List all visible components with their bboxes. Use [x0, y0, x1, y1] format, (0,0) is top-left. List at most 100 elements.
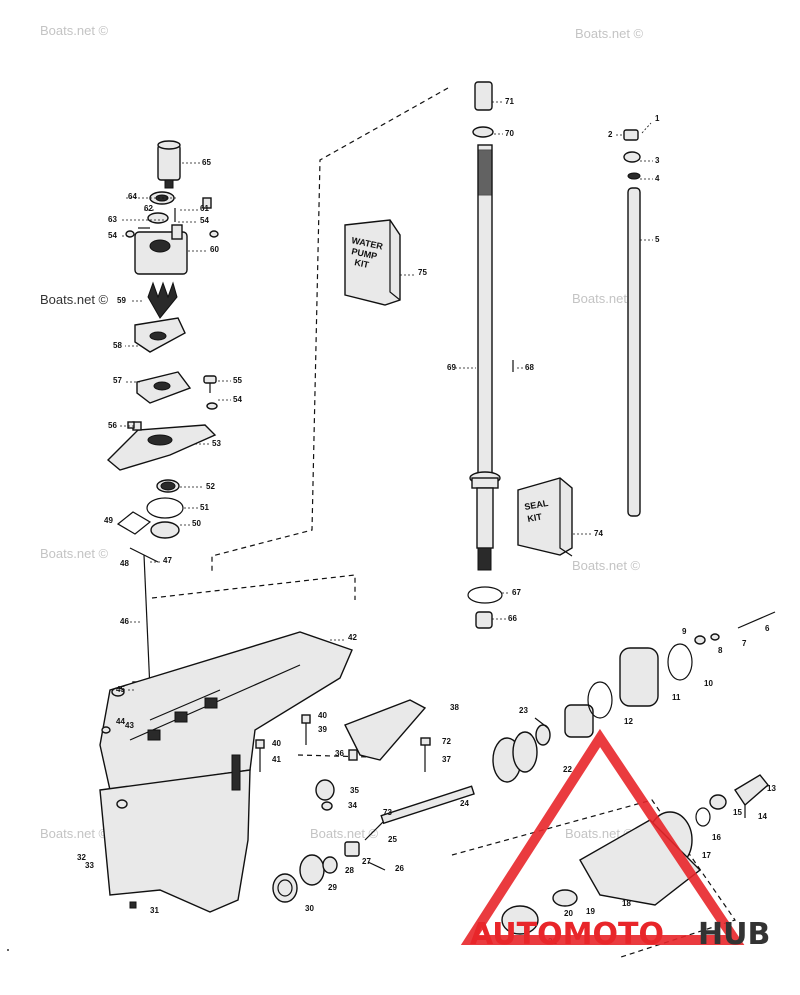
label-14: 14 — [758, 812, 767, 821]
label-18: 18 — [622, 899, 631, 908]
label-23: 23 — [519, 706, 528, 715]
label-75: 75 — [418, 268, 427, 277]
label-25: 25 — [388, 835, 397, 844]
label-38: 38 — [450, 703, 459, 712]
label-61: 61 — [200, 204, 209, 213]
label-43: 43 — [125, 721, 134, 730]
water-pump-assembly — [106, 140, 219, 695]
label-46: 46 — [120, 617, 129, 626]
label-66: 66 — [508, 614, 517, 623]
label-24: 24 — [460, 799, 469, 808]
label-29: 29 — [328, 883, 337, 892]
seal-kit-line1: SEAL — [524, 498, 550, 512]
label-34: 34 — [348, 801, 357, 810]
label-22: 22 — [563, 765, 572, 774]
label-41: 41 — [272, 755, 281, 764]
water-pump-kit-line3: KIT — [354, 257, 371, 270]
label-64: 64 — [128, 192, 137, 201]
label-7: 7 — [742, 639, 747, 648]
water-pump-kit-box: WATER PUMP KIT — [344, 219, 401, 306]
label-4: 4 — [655, 174, 660, 183]
seal-kit-line2: KIT — [527, 512, 544, 524]
label-15: 15 — [733, 808, 742, 817]
label-52: 52 — [206, 482, 215, 491]
label-3: 3 — [655, 156, 660, 165]
label-8: 8 — [718, 646, 723, 655]
label-31: 31 — [150, 906, 159, 915]
label-54c: 54 — [233, 395, 242, 404]
logo-text-hub: HUB — [698, 917, 770, 952]
gear-housing — [99, 631, 353, 913]
label-6: 6 — [765, 624, 770, 633]
label-12: 12 — [624, 717, 633, 726]
watermark-7: Boats.net © — [310, 826, 379, 841]
label-70: 70 — [505, 129, 514, 138]
shift-shaft-assembly — [623, 129, 641, 517]
label-54a: 54 — [200, 216, 209, 225]
label-32: 32 — [77, 853, 86, 862]
label-19: 19 — [586, 907, 595, 916]
label-33: 33 — [85, 861, 94, 870]
label-17: 17 — [702, 851, 711, 860]
watermark-3: Boats.net © — [572, 291, 641, 306]
label-27: 27 — [362, 857, 371, 866]
label-5: 5 — [655, 235, 660, 244]
drive-shaft-assembly — [467, 81, 514, 629]
callout-labels: 65 64 62 61 63 54 54 60 59 58 57 55 54 5… — [77, 97, 776, 946]
label-26: 26 — [395, 864, 404, 873]
label-65: 65 — [202, 158, 211, 167]
watermark-2: Boats.net © — [575, 26, 644, 41]
watermark-dark: Boats.net © — [40, 292, 109, 307]
label-60: 60 — [210, 245, 219, 254]
label-69: 69 — [447, 363, 456, 372]
label-2: 2 — [608, 130, 613, 139]
label-51: 51 — [200, 503, 209, 512]
watermark-6: Boats.net © — [40, 826, 109, 841]
label-40b: 40 — [272, 739, 281, 748]
label-44: 44 — [116, 717, 125, 726]
label-58: 58 — [113, 341, 122, 350]
label-47: 47 — [163, 556, 172, 565]
label-62: 62 — [144, 204, 153, 213]
label-63: 63 — [108, 215, 117, 224]
label-16: 16 — [712, 833, 721, 842]
label-57: 57 — [113, 376, 122, 385]
label-10: 10 — [704, 679, 713, 688]
label-35: 35 — [350, 786, 359, 795]
label-59: 59 — [117, 296, 126, 305]
label-39: 39 — [318, 725, 327, 734]
logo-text-automoto: AUTOMOTO — [470, 917, 664, 952]
label-28: 28 — [345, 866, 354, 875]
label-11: 11 — [672, 693, 681, 702]
label-74: 74 — [594, 529, 603, 538]
label-49: 49 — [104, 516, 113, 525]
label-9: 9 — [682, 627, 687, 636]
label-1: 1 — [655, 114, 660, 123]
watermark-4: Boats.net © — [40, 546, 109, 561]
corner-dot — [7, 949, 9, 951]
automotohub-logo: AUTOMOTO HUB — [460, 728, 770, 952]
watermark-8: Boats.net © — [565, 826, 634, 841]
label-37: 37 — [442, 755, 451, 764]
label-68: 68 — [525, 363, 534, 372]
label-20: 20 — [564, 909, 573, 918]
label-53: 53 — [212, 439, 221, 448]
label-72: 72 — [442, 737, 451, 746]
label-40a: 40 — [318, 711, 327, 720]
label-45: 45 — [116, 685, 125, 694]
label-30: 30 — [305, 904, 314, 913]
label-48: 48 — [120, 559, 129, 568]
label-55: 55 — [233, 376, 242, 385]
leader-lines — [120, 101, 653, 691]
label-54b: 54 — [108, 231, 117, 240]
label-67: 67 — [512, 588, 521, 597]
label-13: 13 — [767, 784, 776, 793]
seal-kit-box: SEAL KIT — [517, 477, 573, 557]
label-73: 73 — [383, 808, 392, 817]
label-50: 50 — [192, 519, 201, 528]
label-56: 56 — [108, 421, 117, 430]
label-36: 36 — [335, 749, 344, 758]
label-42: 42 — [348, 633, 357, 642]
watermarks: Boats.net © Boats.net © Boats.net © Boat… — [40, 23, 644, 841]
